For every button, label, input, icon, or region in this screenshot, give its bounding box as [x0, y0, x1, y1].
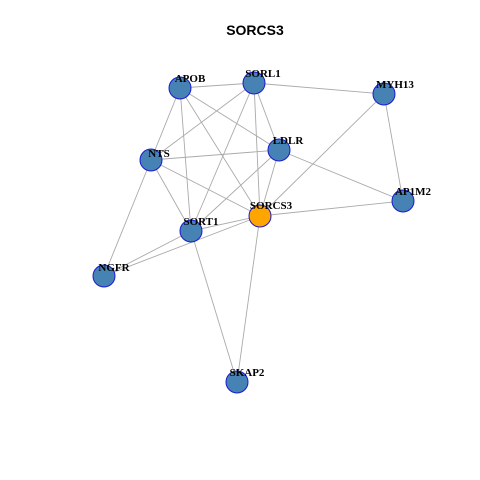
node-nts [139, 148, 163, 172]
node-label-sorl1: SORL1 [245, 68, 280, 80]
node-sorcs3 [248, 204, 272, 228]
edge-sorl1-nts [150, 82, 255, 161]
edge-sort1-ngfr [103, 230, 192, 277]
edge-sorcs3-skap2 [236, 215, 261, 383]
edge-sorcs3-sort1 [190, 215, 261, 232]
edge-sort1-skap2 [190, 230, 238, 383]
edge-apob-sort1 [179, 87, 192, 232]
node-apob [168, 76, 192, 100]
node-sorl1 [242, 71, 266, 95]
node-skap2 [225, 370, 249, 394]
edge-sorl1-sorcs3 [253, 82, 261, 217]
node-ldlr [267, 138, 291, 162]
edge-ldlr-ap1m2 [278, 149, 404, 202]
node-label-ngfr: NGFR [98, 262, 130, 274]
edge-sorl1-sort1 [190, 82, 255, 232]
edge-myh13-sorcs3 [259, 93, 385, 217]
edge-nts-ngfr [103, 159, 152, 277]
node-ngfr [92, 264, 116, 288]
node-myh13 [372, 82, 396, 106]
node-label-ldlr: LDLR [273, 135, 305, 147]
edge-apob-nts [150, 87, 181, 161]
node-layer [92, 71, 415, 394]
node-label-sort1: SORT1 [183, 216, 218, 228]
node-label-nts: NTS [148, 148, 169, 160]
edge-apob-ldlr [179, 87, 280, 151]
node-label-skap2: SKAP2 [230, 367, 265, 379]
node-label-myh13: MYH13 [376, 79, 414, 91]
edge-apob-sorcs3 [179, 87, 261, 217]
edge-myh13-ap1m2 [383, 93, 404, 202]
node-label-sorcs3: SORCS3 [250, 200, 293, 212]
edge-layer [103, 82, 404, 383]
edge-sorl1-myh13 [253, 82, 385, 95]
node-ap1m2 [391, 189, 415, 213]
node-sort1 [179, 219, 203, 243]
edge-nts-sort1 [150, 159, 192, 232]
node-label-apob: APOB [175, 73, 206, 85]
diagram-title: SORCS3 [226, 22, 284, 38]
edge-nts-sorcs3 [150, 159, 261, 217]
edge-sorl1-ldlr [253, 82, 280, 151]
edge-apob-sorl1 [179, 82, 255, 89]
edge-sorcs3-ap1m2 [259, 200, 404, 217]
edge-sorcs3-ngfr [103, 215, 261, 277]
node-label-ap1m2: AP1M2 [395, 186, 432, 198]
edge-ldlr-nts [150, 149, 280, 161]
edge-ldlr-sort1 [190, 149, 280, 232]
